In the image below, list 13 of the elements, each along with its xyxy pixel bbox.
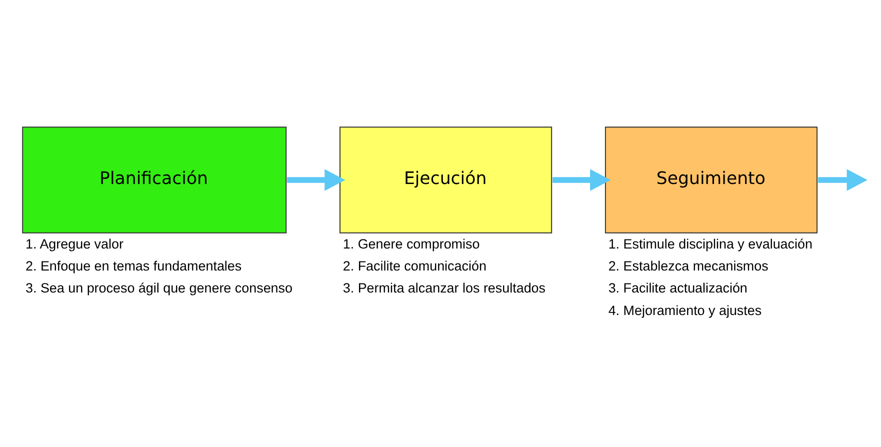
node-label: 1. Agregue valor: [25, 236, 124, 251]
node-label: 1. Genere compromiso: [342, 236, 480, 251]
node-label: 3. Facilite actualización: [608, 280, 748, 296]
arrow: [818, 168, 868, 190]
node-label: 2. Facilite comunicación: [342, 258, 486, 274]
arrow: [287, 168, 346, 190]
arrow: [552, 168, 611, 190]
node-label: 3. Sea un proceso ágil que genere consenso: [25, 280, 292, 296]
node-label: 2. Establezca mecanismos: [608, 258, 768, 274]
node-label: 2. Enfoque en temas fundamentales: [25, 258, 242, 274]
node-label: 4. Mejoramiento y ajustes: [608, 302, 762, 318]
node-label: 1. Estimule disciplina y evaluación: [608, 236, 812, 251]
node-label: 3. Permita alcanzar los resultados: [342, 280, 546, 296]
